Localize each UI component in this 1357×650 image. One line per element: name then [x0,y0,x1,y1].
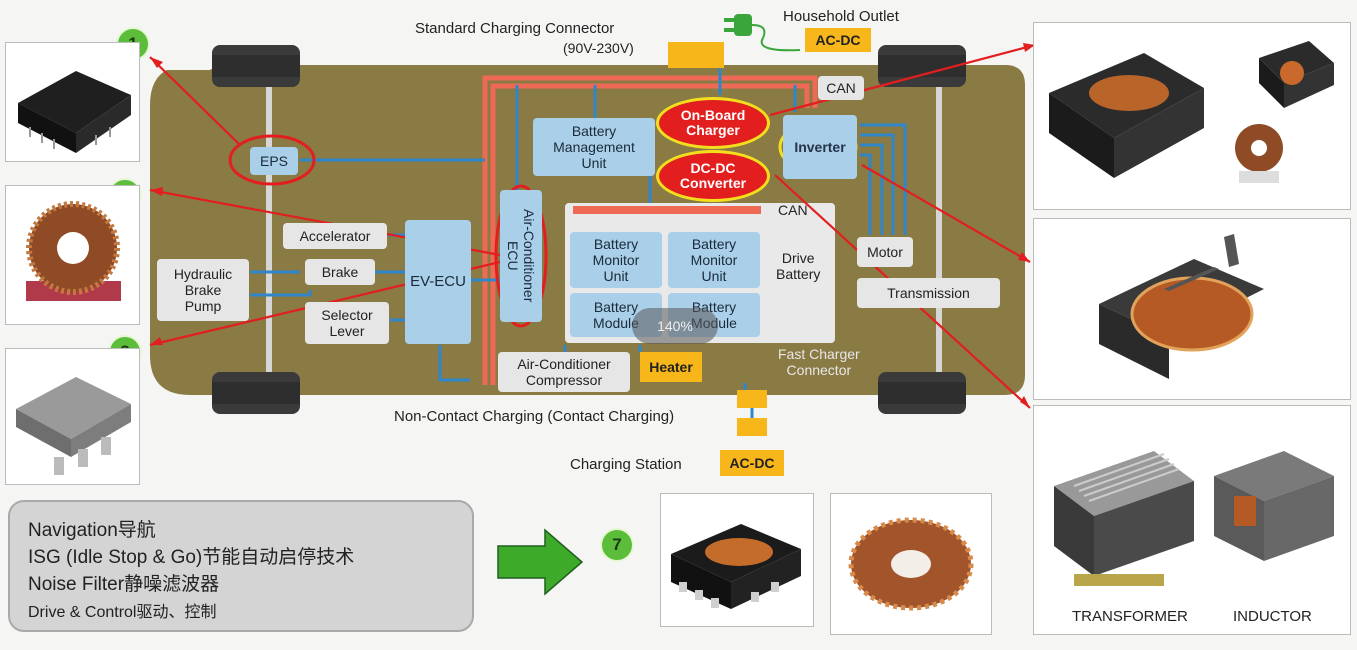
voltage-label: (90V-230V) [563,40,634,56]
aircon-ecu-label: Air-Conditioner ECU [505,209,538,303]
zoom-indicator: 140% [632,308,718,344]
aircon-ecu-box: Air-Conditioner ECU [500,190,542,322]
plug-icon [724,14,801,52]
transformer-caption: TRANSFORMER [1072,608,1188,625]
ev-ecu-box: EV-ECU [405,220,471,344]
photo-coil-inductor [830,493,992,635]
photo-power-module [5,42,140,162]
eps-box: EPS [250,147,298,175]
bmu-box: Battery Management Unit [533,118,655,176]
aircon-compressor-box: Air-Conditioner Compressor [498,352,630,392]
photo-shielded-module [5,348,140,485]
green-arrow [497,528,584,596]
battery-monitor-unit-2: Battery Monitor Unit [668,232,760,288]
inverter-box: Inverter [783,115,857,179]
transmission-box: Transmission [857,278,1000,308]
accelerator-box: Accelerator [283,223,387,249]
acdc-top-badge: AC-DC [805,28,871,52]
can-mid-label: CAN [778,202,808,218]
fast-charger-label: Fast Charger Connector [778,346,860,378]
badge-7: 7 [600,528,634,562]
photo-transformers-group [1033,22,1351,210]
non-contact-charging-label: Non-Contact Charging (Contact Charging) [394,408,675,425]
note-noise-filter: Noise Filter静噪滤波器 [28,574,220,595]
aircon-ecu-highlight [494,184,548,328]
household-outlet-label: Household Outlet [783,8,899,25]
notes-panel: Navigation导航 ISG (Idle Stop & Go)节能自动启停技… [8,500,474,632]
note-drive-control: Drive & Control驱动、控制 [28,604,217,621]
battery-monitor-unit-1: Battery Monitor Unit [570,232,662,288]
photo-transformer-inductor [1033,405,1351,635]
note-navigation: Navigation导航 [28,520,156,541]
can-top-label: CAN [818,76,864,100]
acdc-bottom-badge: AC-DC [720,450,784,476]
photo-toroid-coil [5,185,140,325]
drive-battery-label: Drive Battery [776,250,821,282]
heater-box: Heater [640,352,702,382]
photo-large-transformer [1033,218,1351,400]
motor-box: Motor [857,237,913,267]
eps-highlight [228,134,316,186]
onboard-charger-oval: On-Board Charger [656,97,770,149]
note-isg: ISG (Idle Stop & Go)节能自动启停技术 [28,547,355,568]
selector-lever-box: Selector Lever [305,302,389,344]
hydraulic-pump-box: Hydraulic Brake Pump [157,259,249,321]
inductor-caption: INDUCTOR [1233,608,1312,625]
brake-box: Brake [305,259,375,285]
photo-smd-transformer [660,493,814,627]
standard-connector-label: Standard Charging Connector [415,20,615,37]
dcdc-converter-oval: DC-DC Converter [656,150,770,202]
charging-station-label: Charging Station [570,456,682,473]
